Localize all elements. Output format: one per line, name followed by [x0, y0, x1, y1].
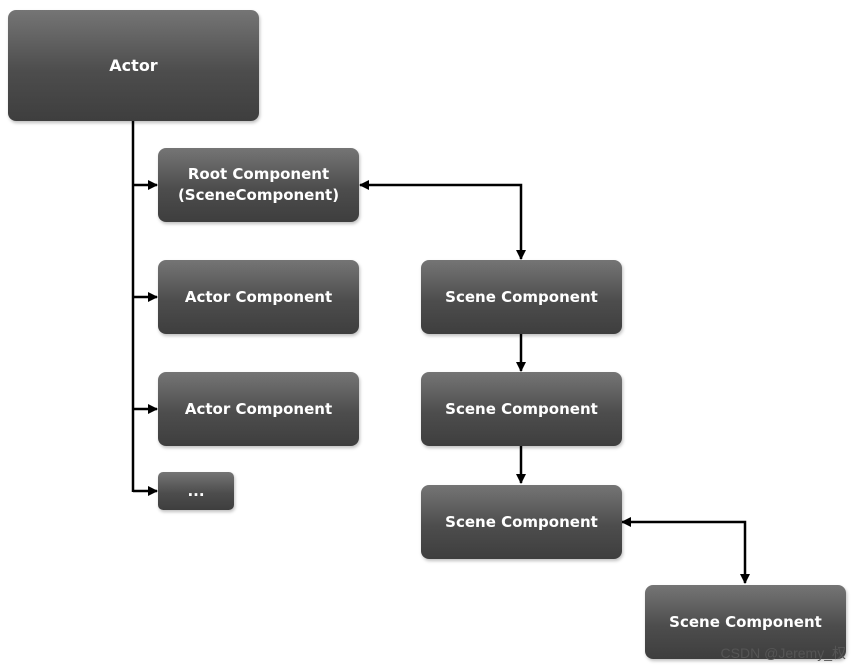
root-component-label: Root Component: [187, 165, 330, 183]
scene-component-label: Scene Component: [669, 612, 822, 631]
actor-label: Actor: [109, 56, 158, 75]
scene-component-node-4: Scene Component: [645, 585, 846, 659]
scene-component-node-2: Scene Component: [421, 372, 622, 446]
watermark: CSDN @Jeremy_权: [720, 645, 846, 661]
actor-node: Actor: [8, 10, 259, 121]
root-component-type-label: (SceneComponent): [177, 186, 340, 204]
actor-component-node-2: Actor Component: [158, 372, 359, 446]
scene-component-label: Scene Component: [445, 287, 598, 306]
arrow-scene-3-to-4: [621, 517, 750, 584]
arrow-root-to-scene-1: [359, 180, 526, 260]
actor-component-label: Actor Component: [184, 399, 333, 418]
actor-component-node-1: Actor Component: [158, 260, 359, 334]
actor-component-label: Actor Component: [184, 287, 333, 306]
ellipsis-node: ...: [158, 472, 234, 510]
scene-component-label: Scene Component: [445, 512, 598, 531]
ellipsis-label: ...: [187, 481, 205, 500]
scene-component-label: Scene Component: [445, 399, 598, 418]
root-component-node: Root Component (SceneComponent): [158, 148, 359, 222]
scene-component-node-1: Scene Component: [421, 260, 622, 334]
scene-component-node-3: Scene Component: [421, 485, 622, 559]
